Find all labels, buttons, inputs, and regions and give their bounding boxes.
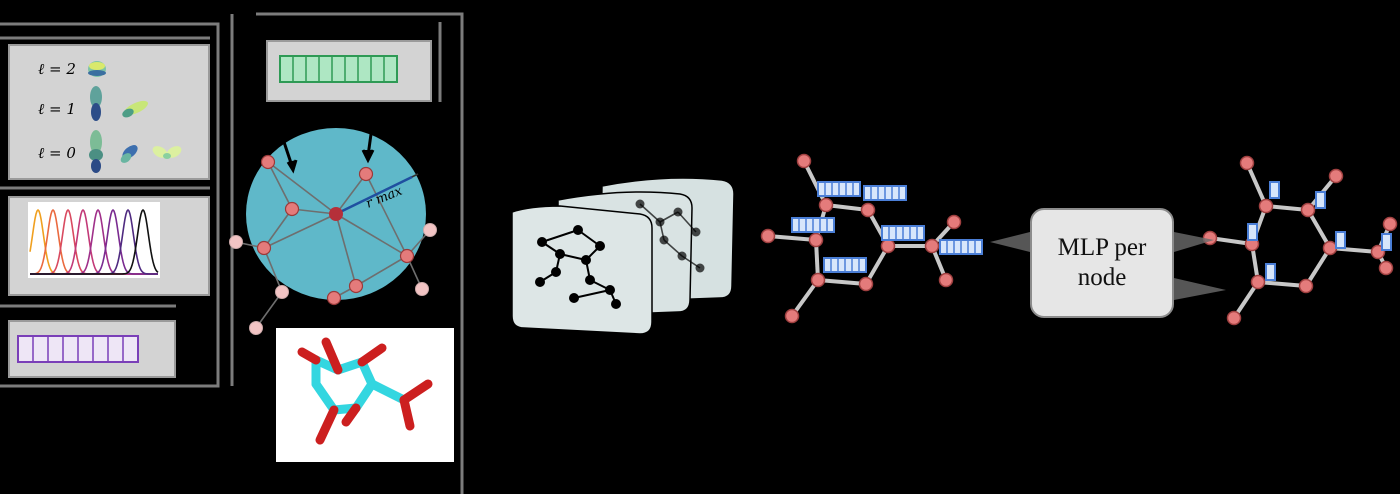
graph-node <box>585 275 595 285</box>
node-output-scalar <box>1335 231 1346 249</box>
graph-edge <box>767 234 817 242</box>
outside-atom <box>275 285 289 299</box>
graph-node <box>595 241 605 251</box>
graph-node <box>673 207 683 217</box>
node-feature-vector-box <box>279 55 398 83</box>
neighbor-atom <box>348 278 364 294</box>
graph-node <box>581 255 591 265</box>
graph-edge <box>790 278 820 318</box>
embedding-vector <box>17 335 139 363</box>
molecule-stick-model <box>276 328 454 462</box>
node-output-scalar <box>1315 191 1326 209</box>
node-output-scalar <box>1247 223 1258 241</box>
graph-node <box>1378 260 1394 276</box>
graph-edge <box>864 244 890 286</box>
graph-node <box>677 251 687 261</box>
graph-node <box>946 214 962 230</box>
frame-lines <box>0 12 464 494</box>
graph-edge <box>1306 208 1332 250</box>
graph-node <box>605 285 615 295</box>
harmonic-label-l0: ℓ = 0 <box>38 144 76 162</box>
graph-node <box>1322 240 1338 256</box>
neighbor-atom <box>399 248 415 264</box>
graph-node <box>655 217 665 227</box>
graph-node <box>635 199 645 209</box>
graph-node <box>573 225 583 235</box>
feature-graph-right <box>1202 155 1398 326</box>
node-output-scalar <box>1381 233 1392 251</box>
graph-node <box>858 276 874 292</box>
graph-node <box>555 249 565 259</box>
graph-node <box>818 197 834 213</box>
graph-edge <box>1304 246 1332 288</box>
harmonic-l2-shape <box>88 61 106 77</box>
graph-node <box>938 272 954 288</box>
harmonic-l0-shapes <box>89 130 182 173</box>
outside-atom <box>249 321 263 335</box>
graph-node <box>1239 155 1255 171</box>
center-atom <box>329 207 343 221</box>
mlp-label-line2: node <box>1077 264 1127 291</box>
neighbor-atom <box>358 166 374 182</box>
graph-node <box>537 237 547 247</box>
graph-node <box>924 238 940 254</box>
spherical-harmonics-panel: ℓ = 2 ℓ = 1 ℓ = 0 <box>8 44 210 180</box>
graph-edge <box>1245 162 1268 207</box>
graph-node <box>535 277 545 287</box>
graph-edge <box>817 278 867 286</box>
neighbor-atom <box>260 154 276 170</box>
graph-node <box>569 293 579 303</box>
basis-curve <box>30 208 159 275</box>
node-output-scalar <box>1269 181 1280 199</box>
mlp-connectors <box>990 232 1226 300</box>
graph-node <box>784 308 800 324</box>
mlp-label-line1: MLP per <box>1057 234 1147 261</box>
graph-node <box>1328 168 1344 184</box>
graph-edge <box>1257 280 1307 288</box>
graph-node <box>659 235 669 245</box>
graph-node <box>860 202 876 218</box>
graph-node <box>551 267 561 277</box>
graph-node <box>1250 274 1266 290</box>
harmonic-label-l1: ℓ = 1 <box>38 100 76 118</box>
harmonic-label-l2: ℓ = 2 <box>38 60 76 78</box>
graph-node <box>691 227 701 237</box>
graph-node <box>1382 216 1398 232</box>
graph-node <box>1258 198 1274 214</box>
outside-atom <box>415 282 429 296</box>
outside-atom <box>229 235 243 249</box>
radial-basis-plot <box>28 202 160 278</box>
graph-edge <box>541 229 579 243</box>
graph-node <box>760 228 776 244</box>
neighborhood-sphere: r max <box>229 111 437 335</box>
graph-edge <box>802 160 828 206</box>
graph-node <box>808 232 824 248</box>
graph-edge <box>573 289 611 299</box>
harmonic-l1-shapes <box>90 86 148 121</box>
graph-node <box>880 238 896 254</box>
neighbor-atom <box>326 290 342 306</box>
graph-node <box>1298 278 1314 294</box>
outside-atom <box>423 223 437 237</box>
neighbor-atom <box>256 240 272 256</box>
node-output-scalar <box>1265 263 1276 281</box>
neighbor-atom <box>284 201 300 217</box>
graph-node <box>695 263 705 273</box>
graph-node <box>611 299 621 309</box>
node-feature-vector <box>279 55 398 83</box>
feature-graph-left <box>760 153 983 324</box>
graph-node <box>1226 310 1242 326</box>
graph-node <box>796 153 812 169</box>
graph-node <box>810 272 826 288</box>
mlp-per-node-box: MLP per node <box>1030 208 1174 318</box>
graph-node <box>1300 202 1316 218</box>
graph-card-stack <box>511 177 735 335</box>
